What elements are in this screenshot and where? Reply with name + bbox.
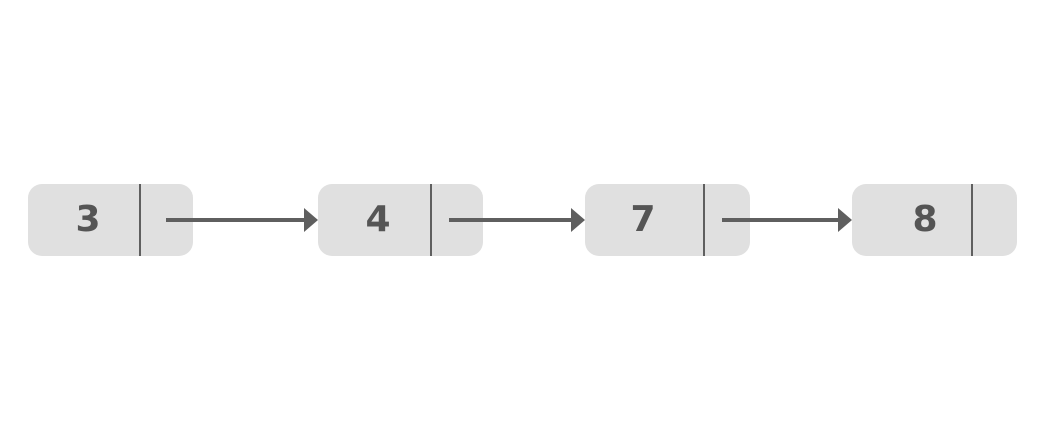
list-node: 7 — [585, 184, 750, 256]
node-box — [585, 184, 750, 256]
node-box — [852, 184, 1017, 256]
list-node: 8 — [852, 184, 1017, 256]
arrow-head-icon — [304, 208, 318, 232]
node-value: 4 — [365, 199, 390, 240]
arrow-head-icon — [838, 208, 852, 232]
list-node: 3 — [28, 184, 193, 256]
node-box — [318, 184, 483, 256]
next-arrow — [722, 208, 852, 232]
list-node: 4 — [318, 184, 483, 256]
node-box — [28, 184, 193, 256]
node-value: 3 — [75, 199, 100, 240]
node-value: 7 — [630, 199, 655, 240]
next-arrow — [449, 208, 585, 232]
arrow-head-icon — [571, 208, 585, 232]
node-value: 8 — [912, 199, 937, 240]
next-arrow — [166, 208, 318, 232]
